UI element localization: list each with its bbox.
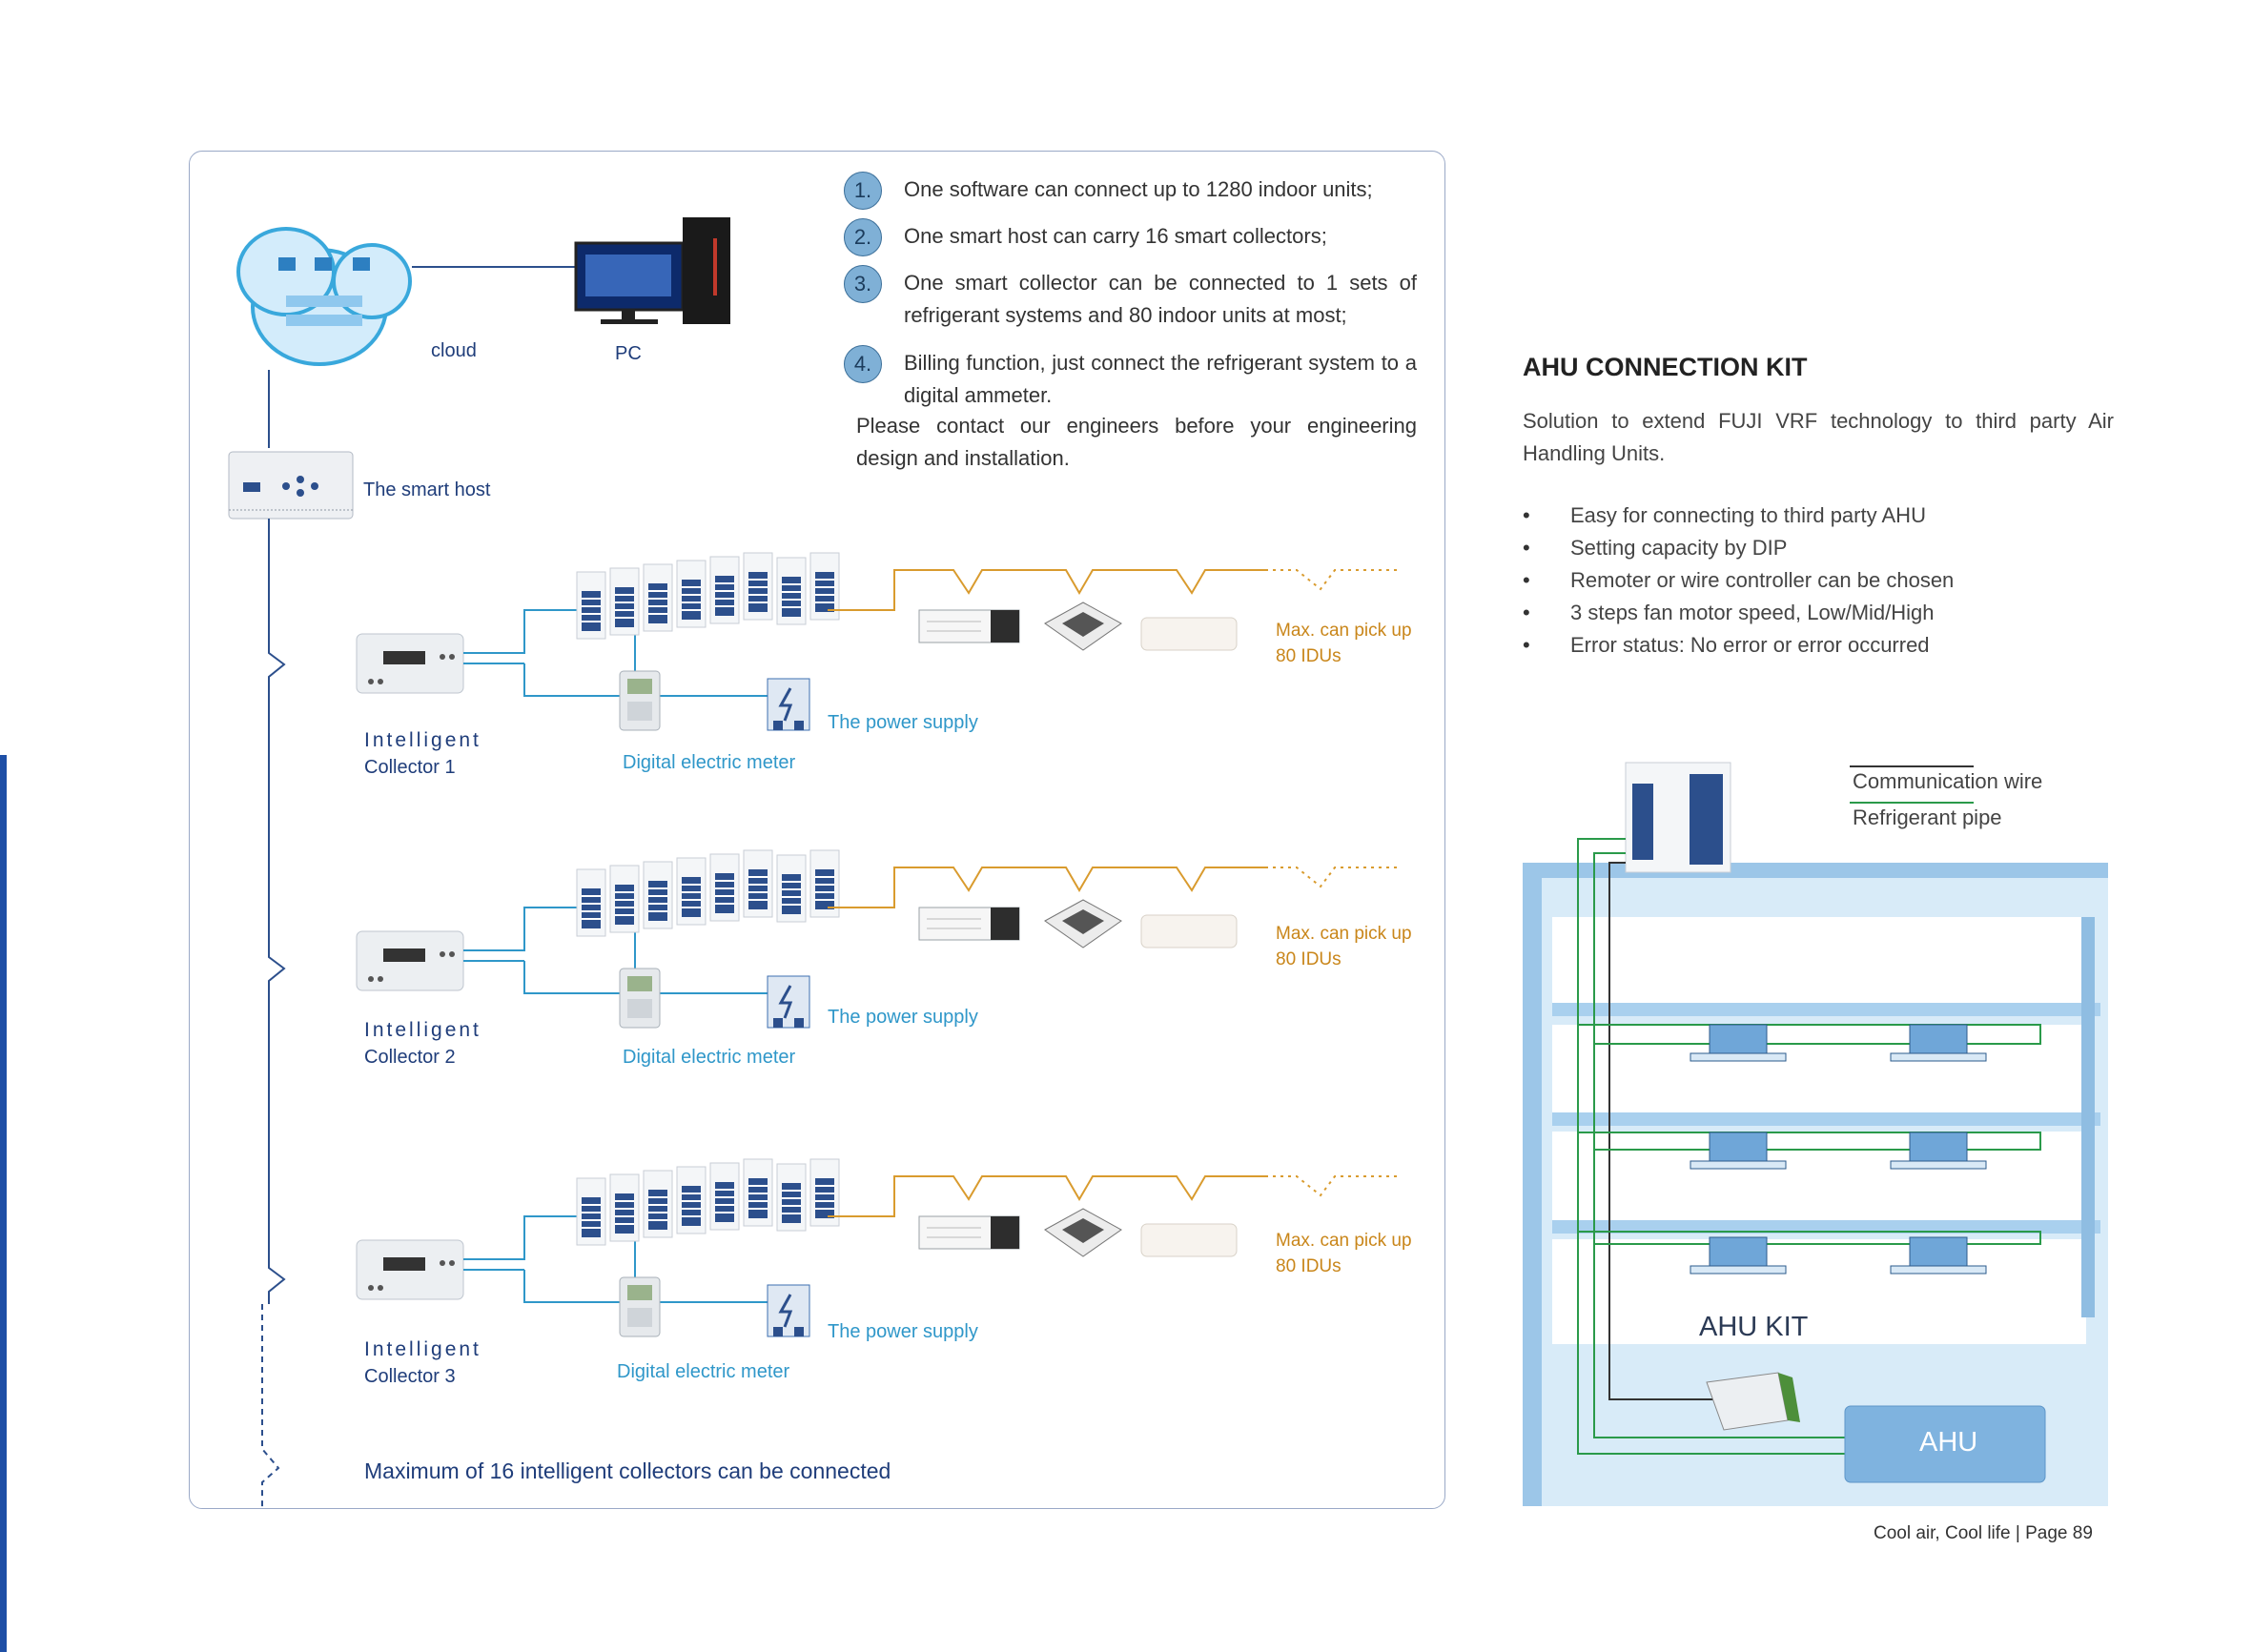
notes-footer-text: Please contact our engineers before your… xyxy=(856,414,1417,470)
power-supply-label: The power supply xyxy=(828,712,978,733)
max-pickup-label: Max. can pick up 80 IDUs xyxy=(1276,921,1412,972)
ahu-heading: AHU CONNECTION KIT xyxy=(1523,353,1808,381)
collector-row-1 xyxy=(356,552,1397,732)
collector-title: Intelligent xyxy=(364,729,481,751)
ahu-building-illustration xyxy=(1523,762,2108,1506)
note-number-badge: 3. xyxy=(844,265,882,303)
meter-label: Digital electric meter xyxy=(617,1361,790,1382)
note-number-badge: 2. xyxy=(844,218,882,256)
meter-label: Digital electric meter xyxy=(623,1047,796,1068)
page-footer: Cool air, Cool life | Page 89 xyxy=(1874,1523,2093,1544)
note-text: One software can connect up to 1280 indo… xyxy=(904,177,1373,201)
max-pickup-line: Max. can pick up xyxy=(1276,1231,1412,1251)
system-diagram-panel xyxy=(189,151,1445,1509)
legend-communication-wire: Communication wire xyxy=(1853,769,2043,793)
list-item: Easy for connecting to third party AHU xyxy=(1523,500,2114,532)
meter-label: Digital electric meter xyxy=(623,752,796,773)
list-item: Error status: No error or error occurred xyxy=(1523,629,2114,662)
collector-name: Collector 3 xyxy=(364,1366,456,1387)
page-edge-accent-bar xyxy=(0,755,7,1652)
list-item: Remoter or wire controller can be chosen xyxy=(1523,564,2114,597)
smart-host-device xyxy=(228,451,354,520)
footer-page-label: Page xyxy=(2025,1523,2068,1543)
max-pickup-label: Max. can pick up 80 IDUs xyxy=(1276,618,1412,669)
footer-page-number: 89 xyxy=(2072,1523,2093,1543)
collector-row-2 xyxy=(356,849,1397,1030)
ahu-unit-label: AHU xyxy=(1919,1427,1978,1458)
ahu-description: Solution to extend FUJI VRF technology t… xyxy=(1523,409,2114,465)
collector-name: Collector 1 xyxy=(364,757,456,778)
pc-icon xyxy=(574,217,730,324)
collector-title: Intelligent xyxy=(364,1019,481,1041)
ahu-feature-list: Easy for connecting to third party AHU S… xyxy=(1523,500,2114,662)
legend-refrigerant-pipe: Refrigerant pipe xyxy=(1853,806,2002,829)
note-text: One smart host can carry 16 smart collec… xyxy=(904,224,1327,248)
list-item: Setting capacity by DIP xyxy=(1523,532,2114,564)
collector-name: Collector 2 xyxy=(364,1047,456,1068)
list-item: 3 steps fan motor speed, Low/Mid/High xyxy=(1523,597,2114,629)
power-supply-label: The power supply xyxy=(828,1007,978,1028)
max-pickup-count: 80 IDUs xyxy=(1276,949,1342,969)
cloud-icon xyxy=(236,227,412,366)
collector-title: Intelligent xyxy=(364,1338,481,1360)
max-pickup-count: 80 IDUs xyxy=(1276,1256,1342,1276)
footer-tagline: Cool air, Cool life | xyxy=(1874,1523,2020,1543)
max-pickup-count: 80 IDUs xyxy=(1276,646,1342,666)
note-number-badge: 1. xyxy=(844,172,882,210)
smart-host-label: The smart host xyxy=(363,479,491,500)
pc-label: PC xyxy=(615,343,642,364)
max-collectors-note: Maximum of 16 intelligent collectors can… xyxy=(364,1458,891,1483)
max-pickup-label: Max. can pick up 80 IDUs xyxy=(1276,1228,1412,1279)
note-text: Billing function, just connect the refri… xyxy=(904,351,1417,407)
ahu-kit-label: AHU KIT xyxy=(1699,1312,1809,1342)
note-number-badge: 4. xyxy=(844,345,882,383)
cloud-label: cloud xyxy=(431,340,477,361)
max-pickup-line: Max. can pick up xyxy=(1276,924,1412,944)
note-text: One smart collector can be connected to … xyxy=(904,271,1417,327)
max-pickup-line: Max. can pick up xyxy=(1276,621,1412,641)
collector-row-3 xyxy=(356,1158,1397,1338)
power-supply-label: The power supply xyxy=(828,1321,978,1342)
